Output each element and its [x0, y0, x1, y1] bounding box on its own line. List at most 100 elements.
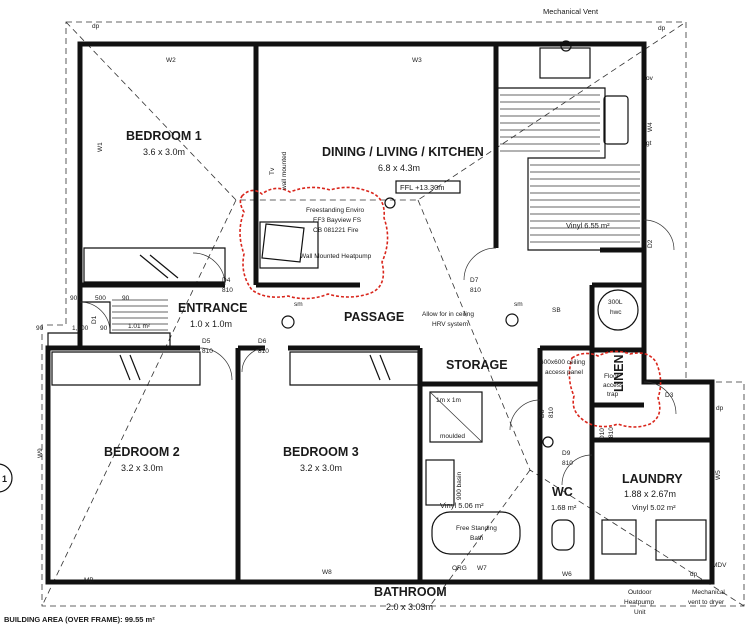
window-w5: W5: [715, 470, 722, 480]
tv-wall-note: wall mounted: [281, 151, 288, 191]
wardrobe-bedroom-2: [51, 351, 201, 386]
switchboard-tag: SB: [552, 307, 561, 314]
downpipe-tag: dp: [658, 25, 666, 32]
window-w3: W3: [412, 57, 422, 64]
room-name-passage: PASSAGE: [344, 310, 404, 324]
laundry-floor: Vinyl 5.02 m²: [632, 503, 676, 512]
room-name-storage: STORAGE: [446, 358, 508, 372]
door-d8-width: 810: [548, 407, 555, 418]
meter-box-tag: MB: [84, 577, 94, 584]
door-d8: D8: [539, 409, 546, 418]
dimension-500: 500: [95, 295, 106, 302]
entrance-recess: [47, 301, 171, 348]
dimension-90: 90: [70, 295, 78, 302]
light-point: [542, 436, 554, 448]
vent-dryer-note-1: Mechanical: [692, 589, 725, 596]
door-d7-width: 810: [470, 287, 481, 294]
room-name-bathroom: BATHROOM: [374, 585, 447, 599]
building-area-note: BUILDING AREA (OVER FRAME): 99.55 m²: [4, 615, 155, 624]
door-d1: D1: [91, 315, 98, 324]
window-w1: W1: [97, 142, 104, 152]
window-w7: W7: [477, 565, 487, 572]
access-panel-note-2: access panel: [545, 369, 583, 376]
tv-note: Tv: [269, 167, 276, 175]
dimension-1100: 1,100: [72, 325, 89, 332]
door-swing-d2: [643, 219, 675, 251]
door-swing-d3: [643, 381, 677, 415]
room-size-entrance: 1.0 x 1.0m: [190, 319, 232, 329]
vanity: [425, 459, 455, 506]
room-size-dining: 6.8 x 4.3m: [378, 163, 420, 173]
room-name-entrance: ENTRANCE: [178, 301, 247, 315]
room-name-linen: LINEN: [612, 355, 626, 393]
door-swing-d5: [199, 347, 233, 381]
door-d7: D7: [470, 277, 479, 284]
grid-marker: [0, 463, 13, 493]
hrv-note-1: Allow for in ceiling: [422, 311, 474, 318]
roof-ridge-lines: [41, 21, 745, 607]
door-d3: D3: [665, 392, 674, 399]
fire-revision-cloud: [239, 186, 389, 300]
room-size-laundry: 1.88 x 2.67m: [624, 489, 676, 499]
fire-note-3: CB 081221 Fire: [313, 227, 359, 234]
kitchen-bench-hatch: [500, 94, 640, 243]
bath-tub: [431, 511, 521, 555]
door-d9: D9: [562, 450, 571, 457]
light-point: [505, 313, 519, 327]
window-w4: W4: [647, 122, 654, 132]
door-d6: D6: [258, 338, 267, 345]
wardrobe-bedroom-1: [83, 247, 226, 283]
hwc-note-1: 300L: [608, 299, 623, 306]
firebox: [259, 221, 319, 269]
door-d5-width: 810: [202, 348, 213, 355]
room-size-bedroom-2: 3.2 x 3.0m: [121, 463, 163, 473]
heatpump-note: Wall Mounted Heatpump: [300, 253, 372, 260]
gully-trap-tag: gt: [646, 140, 652, 147]
exterior-walls: [45, 41, 715, 585]
smoke-alarm-tag: sm: [294, 301, 303, 308]
floor-trap-note-1: Floor: [604, 373, 620, 380]
door-d5: D5: [202, 338, 211, 345]
basin-note: 900 basin: [456, 471, 463, 500]
room-size-bedroom-3: 3.2 x 3.0m: [300, 463, 342, 473]
kitchen-sink: [603, 95, 629, 145]
mdv-tag: MDV: [712, 562, 727, 569]
room-name-bedroom-2: BEDROOM 2: [104, 445, 180, 459]
kitchen-bench: [496, 87, 644, 251]
floor-trap-note-3: trap: [607, 391, 619, 398]
door-d4-width: 810: [222, 287, 233, 294]
door-d10: D10: [599, 428, 606, 440]
door-swing-d7: [463, 247, 497, 281]
door-d4: D4: [222, 277, 231, 284]
window-w2: W2: [166, 57, 176, 64]
door-d2: D2: [647, 239, 654, 248]
outdoor-heatpump-note-3: Unit: [634, 609, 646, 616]
hwc-note-2: hwc: [610, 309, 622, 316]
door-swing-d1: [79, 301, 111, 333]
shower: [429, 391, 483, 443]
wardrobe-bedroom-3: [289, 351, 419, 386]
room-name-bedroom-3: BEDROOM 3: [283, 445, 359, 459]
hwc-cylinder: [597, 289, 639, 331]
downpipe-tag: dp: [92, 23, 100, 30]
door-swing-d8: [509, 399, 541, 431]
outdoor-heatpump-note-1: Outdoor: [628, 589, 652, 596]
ffl-box: [395, 180, 461, 194]
window-w6: W6: [562, 571, 572, 578]
door-d10-width: 810: [608, 427, 615, 438]
vent-dryer-note-2: vent to dryer: [688, 599, 725, 606]
downpipe-tag: dp: [716, 405, 724, 412]
downpipe-tag: dp: [690, 571, 698, 578]
laundry-tub: [601, 519, 637, 555]
floor-trap-note-2: access: [603, 382, 624, 389]
bath-note-2: Bath: [470, 535, 484, 542]
rangehood: [539, 47, 591, 79]
interior-walls: [80, 44, 712, 582]
ffl-note: FFL +13.30m: [400, 183, 445, 192]
fire-note-1: Freestanding Enviro: [306, 207, 365, 214]
window-w9: W9: [37, 448, 44, 458]
room-name-dining: DINING / LIVING / KITCHEN: [322, 145, 484, 159]
room-size-bathroom: 2.0 x 3.03m: [386, 602, 433, 612]
room-size-wc: 1.68 m²: [551, 503, 577, 512]
